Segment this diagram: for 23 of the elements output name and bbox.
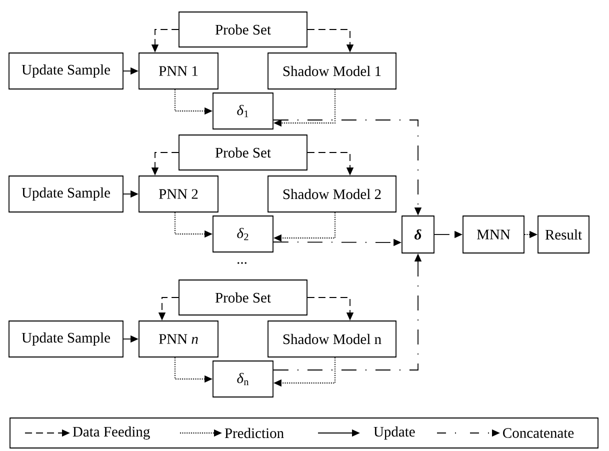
ellipsis: ... bbox=[238, 262, 246, 264]
legend-label: Concatenate bbox=[503, 428, 574, 438]
sample-box: Update Sample bbox=[8, 320, 124, 358]
delta-box: δ$_{1}$ bbox=[212, 92, 274, 130]
result-box: Result bbox=[538, 216, 590, 254]
legend-label: Data Feeding bbox=[72, 426, 150, 440]
model-box: Shadow Model 2 bbox=[268, 176, 396, 212]
network-box: PNN 1 bbox=[138, 52, 218, 90]
network-box: MNN bbox=[462, 216, 524, 254]
network-box: PNN n bbox=[138, 320, 218, 358]
delta-box: δ$_{2}$ bbox=[212, 216, 274, 252]
delta-box: δ bbox=[402, 216, 434, 254]
sample-box: Update Sample bbox=[8, 52, 124, 90]
probe-set-box: Probe Set bbox=[178, 134, 308, 170]
network-box: PNN 2 bbox=[138, 176, 218, 212]
model-box: Shadow Model n bbox=[268, 320, 396, 358]
legend-label: Update bbox=[374, 426, 415, 440]
probe-set-box: Probe Set bbox=[178, 12, 308, 48]
delta-box: δ$_{n}$ bbox=[212, 360, 274, 398]
sample-box: Update Sample bbox=[8, 176, 124, 212]
model-box: Shadow Model 1 bbox=[268, 52, 396, 90]
legend-label: Prediction bbox=[224, 428, 284, 438]
probe-set-box: Probe Set bbox=[178, 280, 308, 316]
